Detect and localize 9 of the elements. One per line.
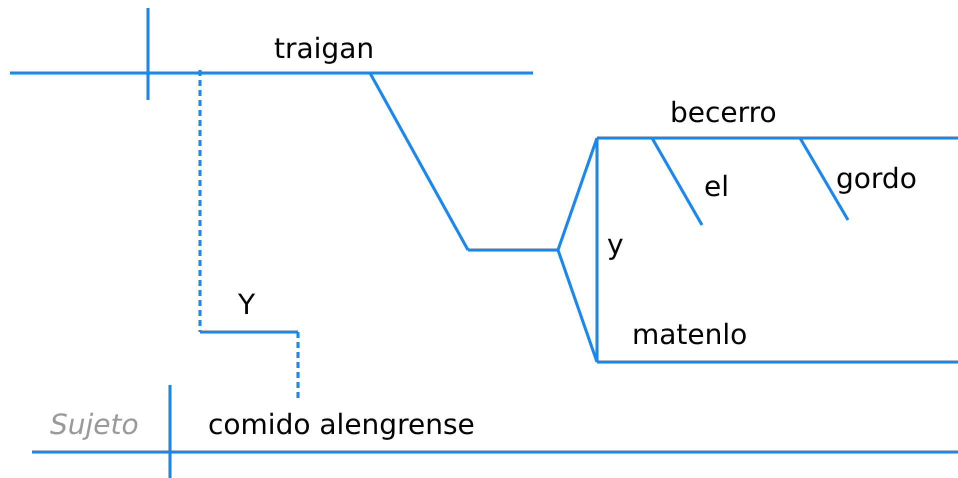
verb-word: matenlo [632,318,748,352]
word: becerro [670,96,777,130]
subject-label: Sujeto [50,408,139,442]
word: el [704,170,730,204]
phrase-word: comido alengrense [208,408,475,442]
conjunction-word: Y [238,288,256,322]
word: gordo [836,162,917,196]
conjunction-word: y [607,228,624,262]
verb-word: traigan [274,32,374,66]
